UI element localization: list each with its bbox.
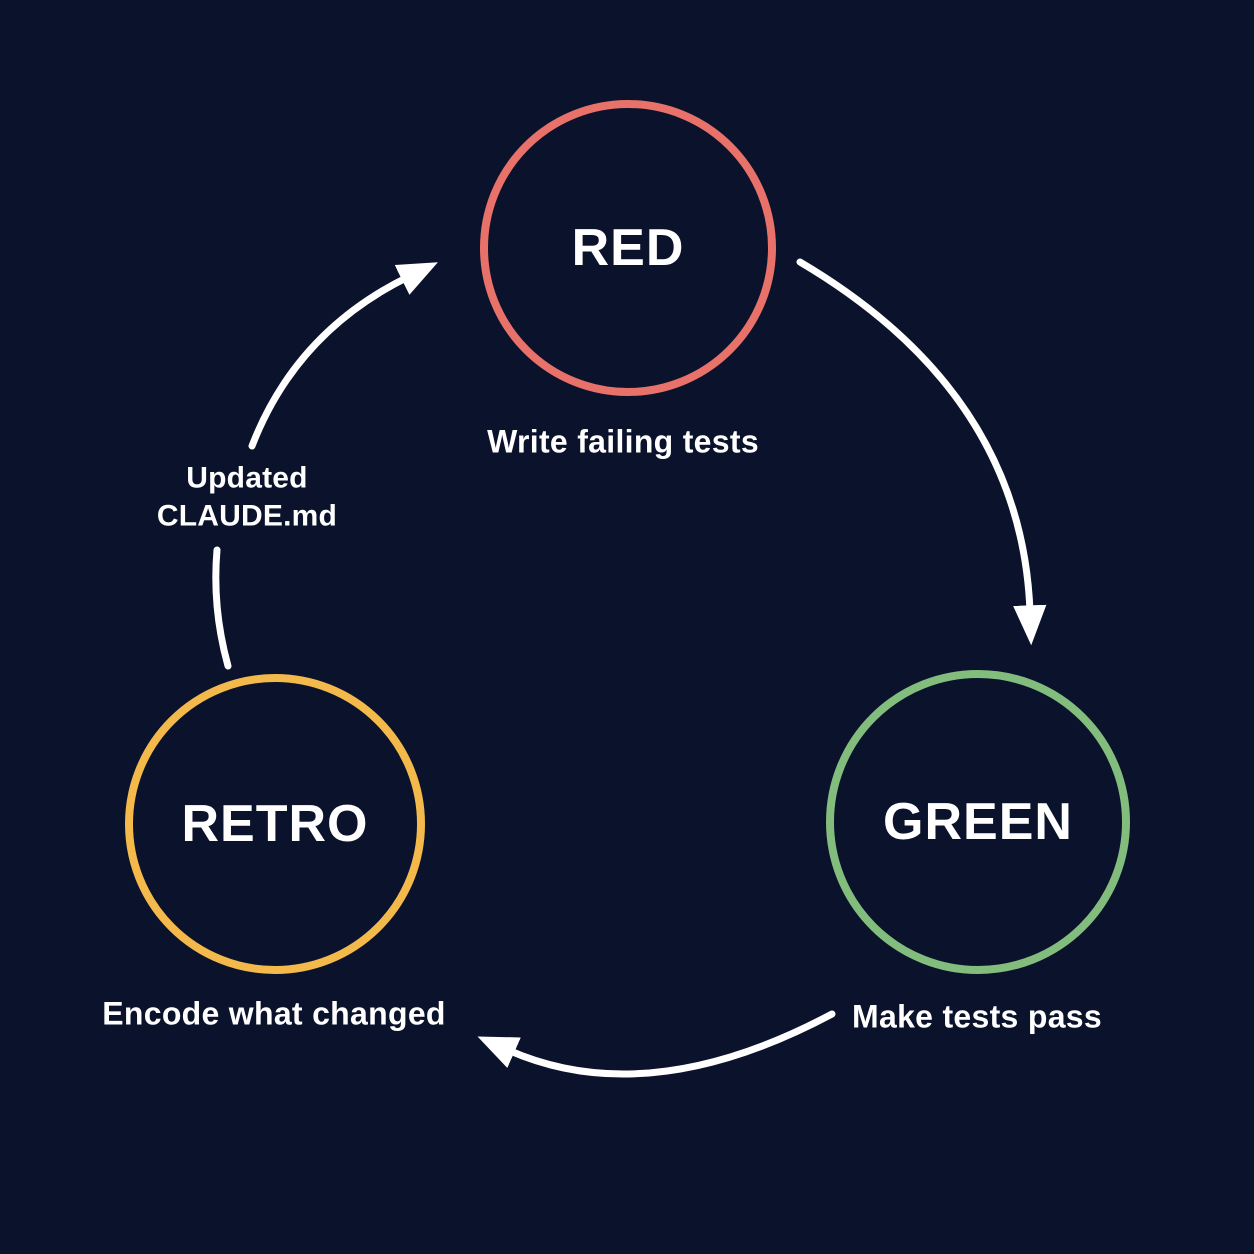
node-retro-label: RETRO — [181, 795, 369, 853]
node-red-label: RED — [571, 219, 685, 277]
arrow-retro-to-red-upper-segment — [248, 262, 438, 450]
node-green-circle: GREEN — [826, 670, 1130, 974]
node-red-circle: RED — [480, 100, 776, 396]
arrow-retro-to-red-lower-segment — [212, 546, 232, 670]
node-retro-circle: RETRO — [125, 674, 425, 974]
arrow-green-to-retro — [477, 1010, 836, 1078]
node-red-caption: Write failing tests — [487, 423, 759, 460]
node-green-label: GREEN — [883, 793, 1073, 851]
node-retro-caption: Encode what changed — [102, 995, 446, 1032]
node-green-caption: Make tests pass — [852, 998, 1102, 1035]
arrow-red-to-green — [796, 258, 1047, 646]
edge-label-retro-to-red: Updated CLAUDE.md — [156, 461, 338, 533]
